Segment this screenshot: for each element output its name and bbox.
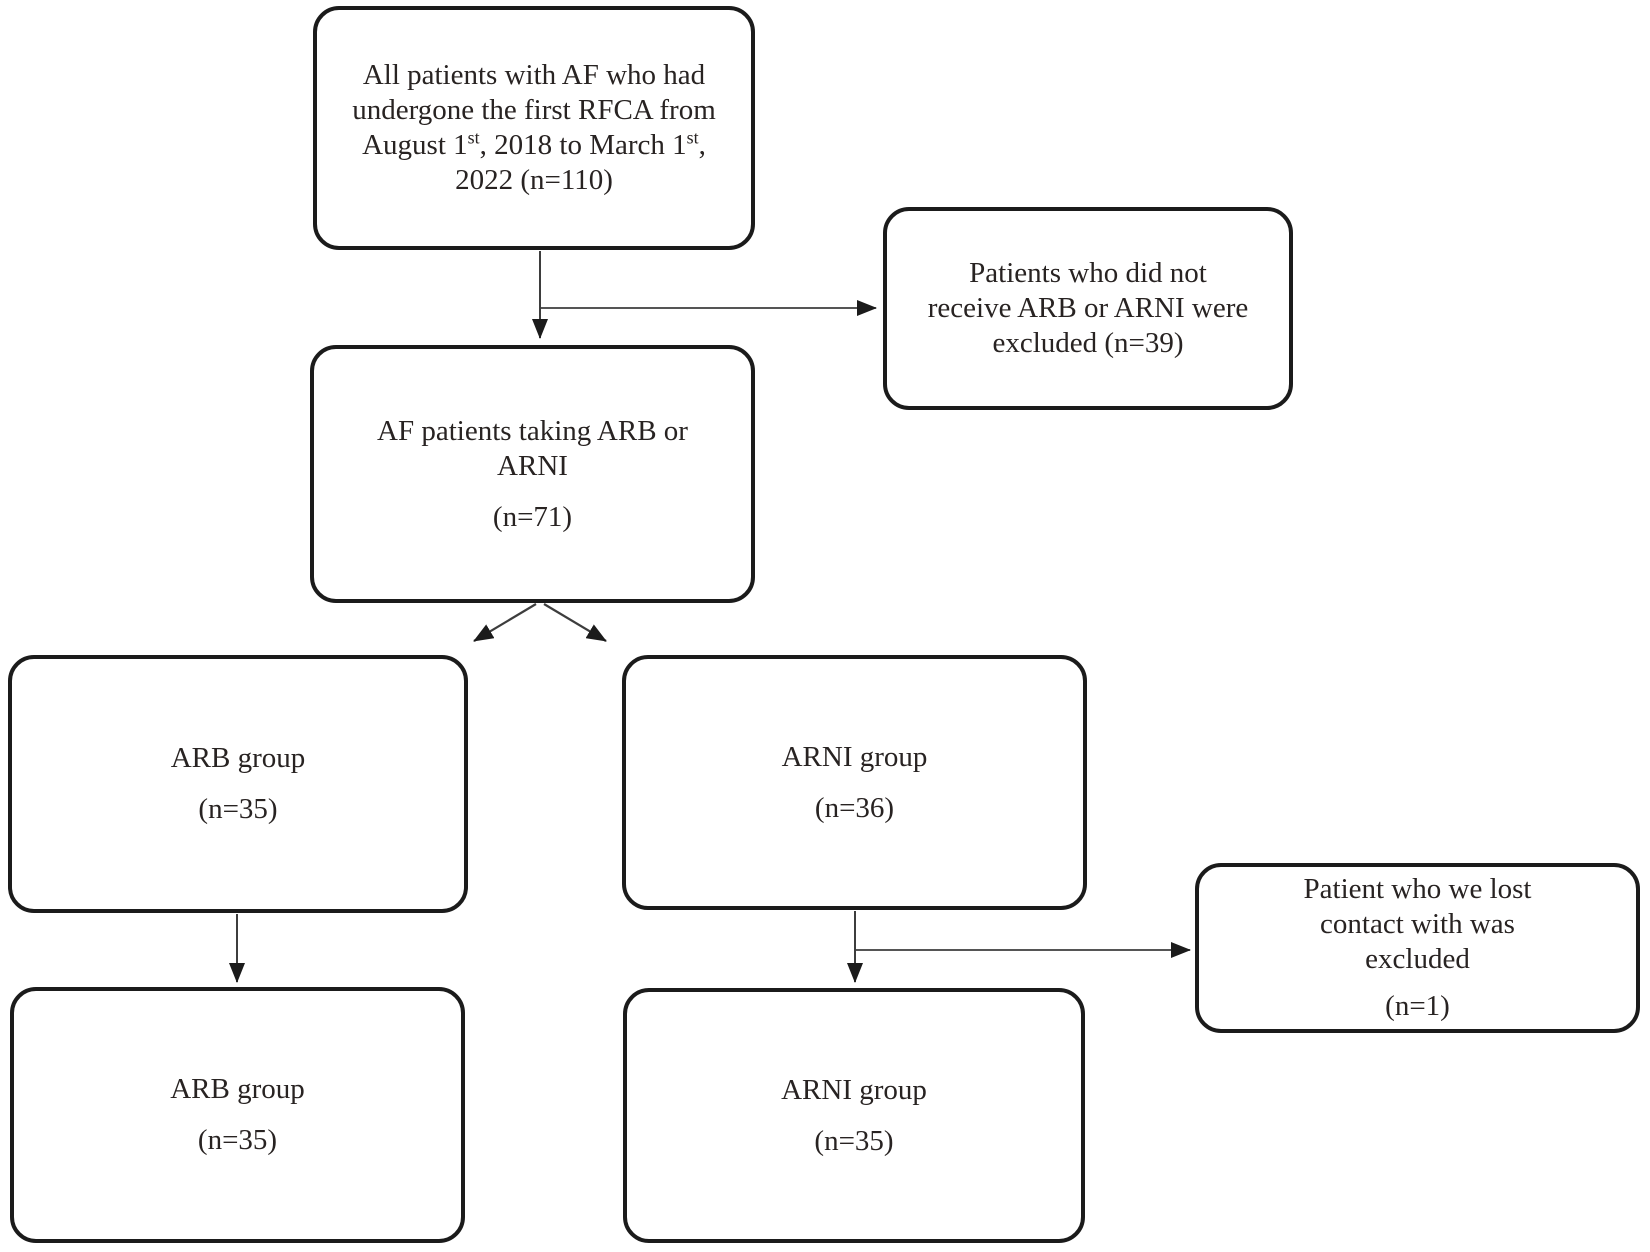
- box-line: ARNI group: [781, 1073, 927, 1106]
- box-line: Patients who did not: [969, 257, 1207, 289]
- box-line: contact with was: [1320, 908, 1515, 940]
- box-all-patients: All patients with AF who had undergone t…: [313, 6, 755, 250]
- box-line: ARB group: [170, 1073, 305, 1105]
- box-arni-group: ARNI group (n=36): [622, 655, 1087, 910]
- box-n-count: (n=35): [814, 1124, 894, 1157]
- box-arni-group-final: ARNI group (n=35): [623, 988, 1085, 1243]
- box-line: August 1st, 2018 to March 1st,: [362, 127, 706, 161]
- box-n-count: (n=71): [492, 500, 573, 533]
- box-line: excluded (n=39): [992, 327, 1184, 359]
- box-line: All patients with AF who had: [362, 59, 706, 91]
- box-n-count: (n=36): [814, 791, 895, 824]
- box-n-count: (n=35): [197, 1124, 278, 1156]
- box-line: 2022 (n=110): [455, 164, 613, 196]
- box-line: excluded: [1365, 943, 1470, 975]
- box-line: ARB group: [170, 742, 306, 774]
- box-line: undergone the first RFCA from: [352, 94, 716, 126]
- box-line: AF patients taking ARB or: [377, 414, 688, 447]
- box-lost-contact-excluded: Patient who we lost contact with was exc…: [1195, 863, 1640, 1033]
- box-n-count: (n=1): [1385, 990, 1450, 1022]
- box-line: ARNI group: [781, 740, 928, 773]
- box-arb-group: ARB group (n=35): [8, 655, 468, 913]
- box-line: ARNI: [497, 449, 568, 482]
- box-excluded-no-arb-arni: Patients who did not receive ARB or ARNI…: [883, 207, 1293, 410]
- box-arb-group-final: ARB group (n=35): [10, 987, 465, 1243]
- box-af-patients-taking-arb-arni: AF patients taking ARB or ARNI (n=71): [310, 345, 755, 603]
- arrow-split-to-arni: [543, 603, 607, 642]
- box-line: Patient who we lost: [1303, 873, 1532, 905]
- arrow-split-to-arb: [473, 603, 537, 642]
- box-n-count: (n=35): [198, 793, 278, 825]
- box-line: receive ARB or ARNI were: [927, 292, 1249, 324]
